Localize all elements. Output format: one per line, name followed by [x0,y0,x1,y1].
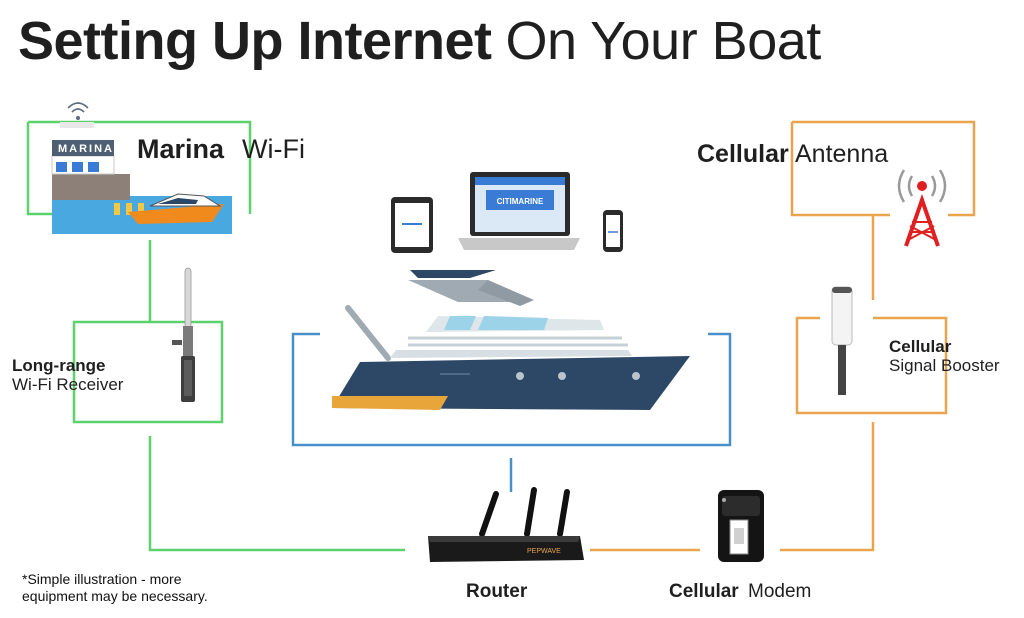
router-icon: PEPWAVE [428,487,584,562]
footnote-line-2: equipment may be necessary. [22,588,208,604]
marina-frame-left-line [26,122,52,216]
marina-illustration: MARINA [51,102,232,234]
footnote: *Simple illustration - more equipment ma… [22,571,208,605]
long-range-antenna-icon [172,267,195,402]
signal-booster-icon [831,286,853,395]
booster-label-light: Signal Booster [889,356,1000,375]
wifi-to-router-line [148,436,405,552]
wifi-connectors [26,120,405,552]
marina-wifi-label: Marina [137,134,225,164]
modem-label-bold: Cellular [669,581,739,602]
antenna-label-light: Antenna [795,140,888,168]
footnote-line-1: *Simple illustration - more [22,571,182,587]
modem-label-light: Modem [748,581,811,602]
phone-icon [603,210,623,252]
laptop-brand-text: CITIMARINE [497,197,544,206]
cell-tower-icon [897,169,947,247]
long-range-label-light: Wi-Fi Receiver [12,375,124,394]
title-bold: Setting Up Internet [18,11,492,71]
title-light: On Your Boat [505,11,822,71]
router-label: Router [466,581,528,602]
antenna-label-bold: Cellular [697,140,789,168]
antenna-frame-line [790,120,976,217]
marina-label-bold: Marina [137,134,225,164]
laptop-icon: CITIMARINE [458,172,580,250]
router-brand-text: PEPWAVE [527,548,561,555]
yacht-illustration [332,270,690,410]
boat-connectors [291,332,732,492]
booster-label-bold: Cellular [889,337,952,356]
booster-to-modem-line [780,422,875,552]
marina-label-light: Wi-Fi [242,134,305,164]
tablet-icon [391,197,433,253]
long-range-frame-line [72,240,224,424]
boat-frame-line [291,332,732,447]
marina-frame-line [28,120,252,214]
long-range-label-bold: Long-range [12,356,106,375]
cellular-connectors [590,120,976,552]
cellular-modem-icon [718,490,764,562]
marina-sign-text: MARINA [58,143,114,155]
booster-frame-line [795,316,948,415]
